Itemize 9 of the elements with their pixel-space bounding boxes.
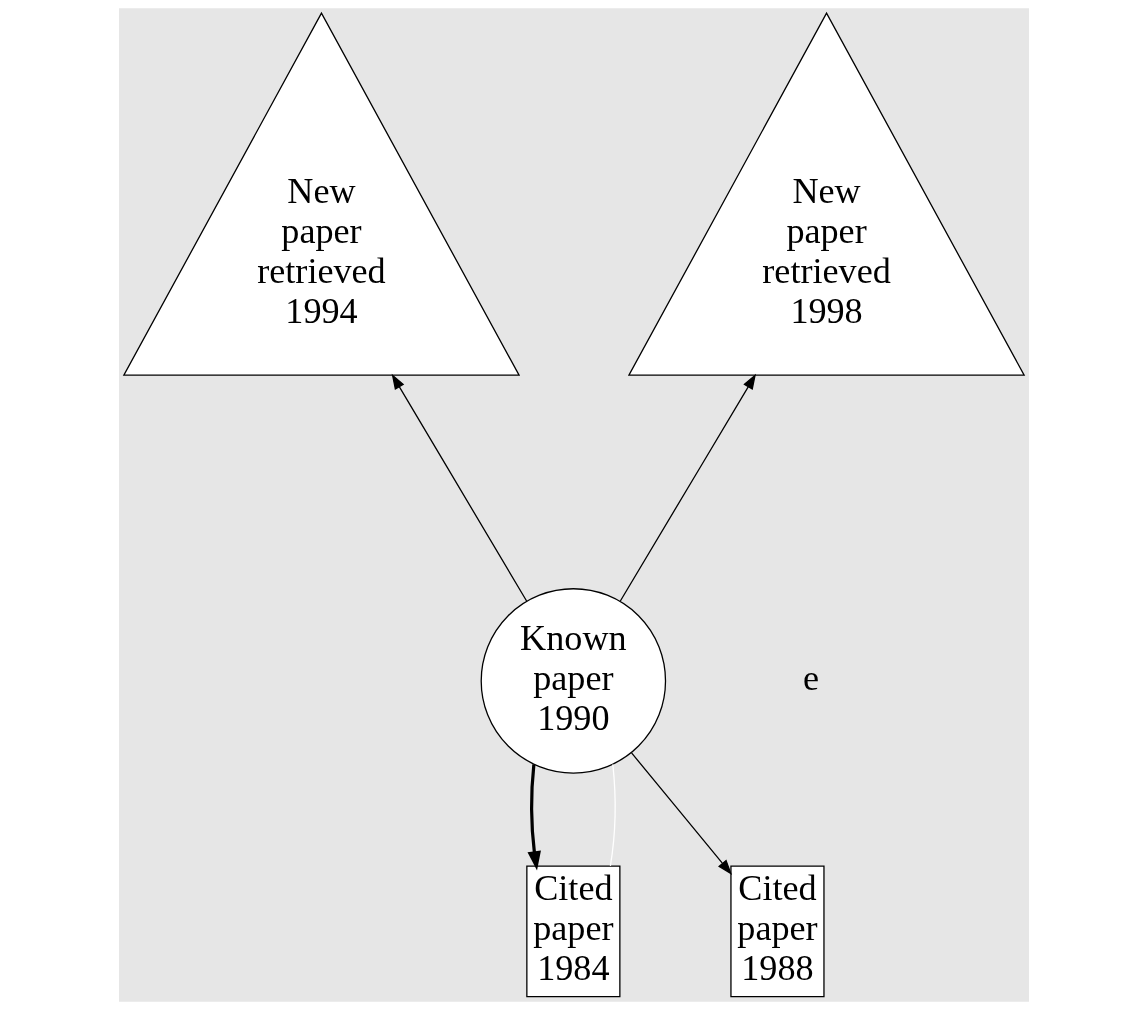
node-circle: Known paper 1990 — [480, 588, 667, 774]
label: e — [803, 657, 820, 698]
node-box: Cited paper 1984 — [526, 865, 621, 998]
arrow — [619, 373, 756, 602]
node-box: Cited paper 1988 — [730, 865, 825, 998]
arrow — [630, 752, 733, 875]
arrow — [391, 373, 528, 602]
connector — [609, 763, 616, 867]
arrow — [527, 764, 541, 871]
